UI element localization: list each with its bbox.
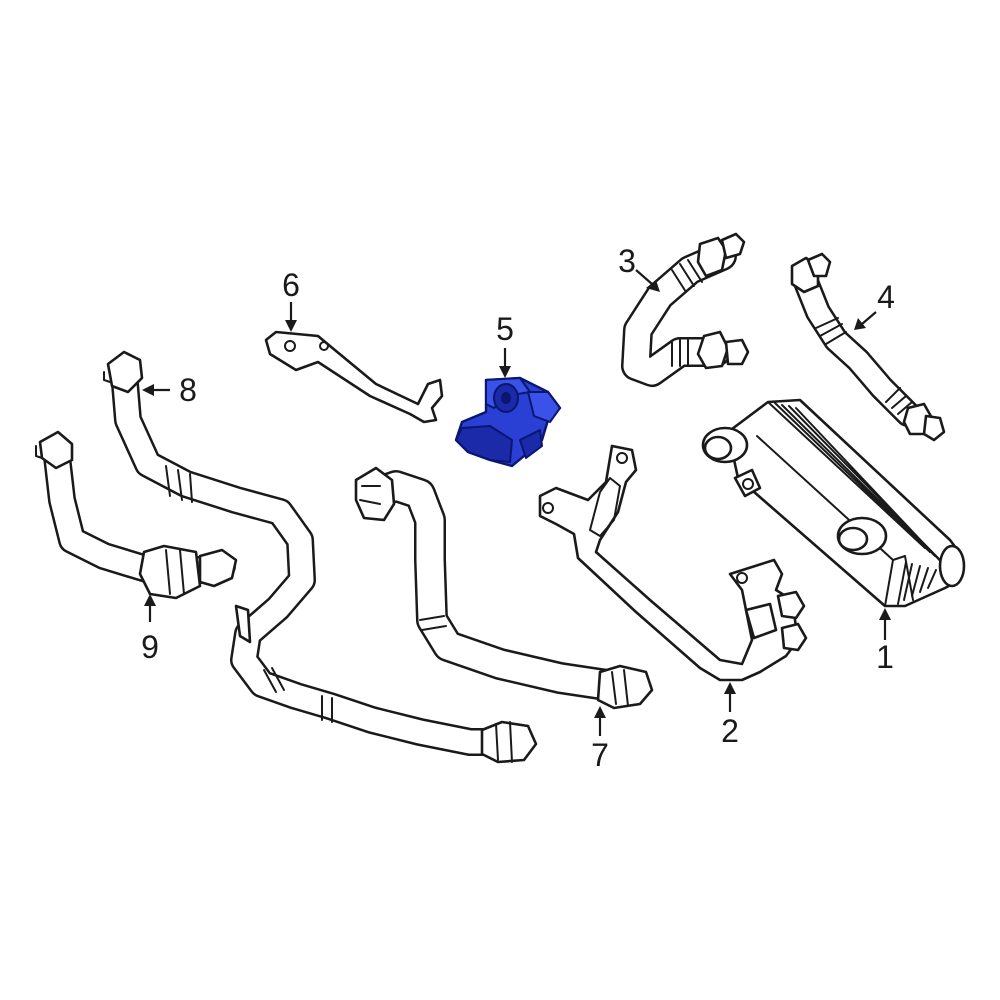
callout-1-label: 1 <box>876 639 894 675</box>
part-6-bracket[interactable] <box>264 330 444 424</box>
part-1-oil-cooler[interactable] <box>701 398 966 608</box>
callout-5-label: 5 <box>496 311 514 347</box>
part-2-bracket[interactable] <box>538 444 808 682</box>
part-9-hose[interactable] <box>35 430 238 600</box>
callout-4-label: 4 <box>877 279 895 315</box>
callout-2-label: 2 <box>721 713 739 749</box>
callout-6: 6 <box>282 267 300 332</box>
callout-5: 5 <box>496 311 514 378</box>
callout-1: 1 <box>876 608 894 675</box>
part-4-hose[interactable] <box>790 252 946 442</box>
callout-7-label: 7 <box>591 737 609 773</box>
part-3-hose[interactable] <box>621 232 750 387</box>
callout-3: 3 <box>618 243 660 292</box>
callout-9: 9 <box>141 594 159 665</box>
callout-3-label: 3 <box>618 243 636 279</box>
callout-7: 7 <box>591 706 609 773</box>
part-8-hose[interactable] <box>103 350 538 764</box>
part-7-hose[interactable] <box>354 466 654 710</box>
callout-2: 2 <box>721 682 739 749</box>
callout-8-label: 8 <box>179 372 197 408</box>
callout-8: 8 <box>142 372 197 408</box>
part-5-mount-highlighted[interactable] <box>454 376 562 468</box>
callout-9-label: 9 <box>141 629 159 665</box>
callout-4: 4 <box>854 279 895 330</box>
callout-6-label: 6 <box>282 267 300 303</box>
